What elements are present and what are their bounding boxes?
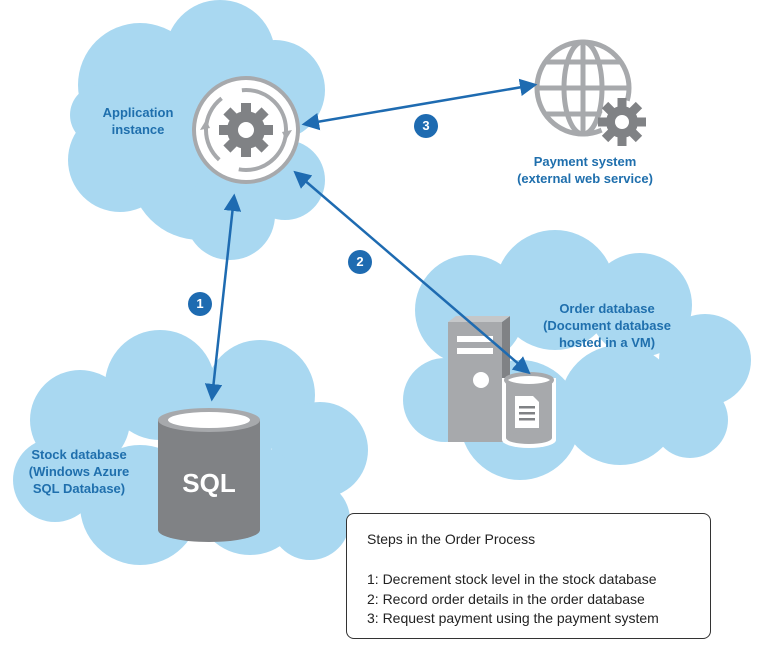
step-badge-1: 1 (188, 292, 212, 316)
order-label-line-1: Order database (559, 301, 655, 316)
database-icon (502, 372, 556, 448)
payment-label-line-2: (external web service) (517, 171, 653, 186)
application-instance-label: Application instance (88, 104, 188, 138)
legend-title: Steps in the Order Process (367, 531, 536, 547)
sql-label: SQL (182, 468, 236, 498)
globe-icon (534, 39, 632, 137)
order-process-legend: Steps in the Order Process 1: Decrement … (346, 513, 711, 639)
stock-label-line-3: SQL Database) (32, 481, 126, 496)
order-database-label: Order database (Document database hosted… (522, 300, 692, 351)
payment-label-line-1: Payment system (533, 154, 637, 169)
step-badge-3: 3 (414, 114, 438, 138)
step-badge-2: 2 (348, 250, 372, 274)
legend-step-3: 3: Request payment using the payment sys… (367, 610, 659, 626)
arrow-step-3 (301, 78, 538, 131)
arrow-step-1 (204, 193, 242, 402)
gear-icon (219, 103, 273, 157)
server-icon (448, 316, 510, 442)
payment-gear-icon (598, 98, 646, 146)
legend-step-2: 2: Record order details in the order dat… (367, 590, 645, 607)
order-label-line-2: (Document database (543, 318, 671, 333)
legend-step-1: 1: Decrement stock level in the stock da… (367, 571, 657, 587)
document-icon (515, 396, 539, 428)
application-label-line-1: Application (102, 105, 174, 120)
stock-label-line-1: Stock database (31, 447, 127, 462)
arrow-step-2 (293, 170, 531, 375)
payment-system-label: Payment system (external web service) (500, 153, 670, 187)
stock-database-label: Stock database (Windows Azure SQL Databa… (14, 446, 144, 497)
legend-steps: 1: Decrement stock level in the stock da… (367, 570, 659, 629)
stock-label-line-2: (Windows Azure (28, 464, 130, 479)
order-label-line-3: hosted in a VM) (558, 335, 656, 350)
sql-database-icon: SQL (158, 408, 260, 542)
application-instance-icon (192, 76, 300, 184)
application-label-line-2: instance (111, 122, 165, 137)
